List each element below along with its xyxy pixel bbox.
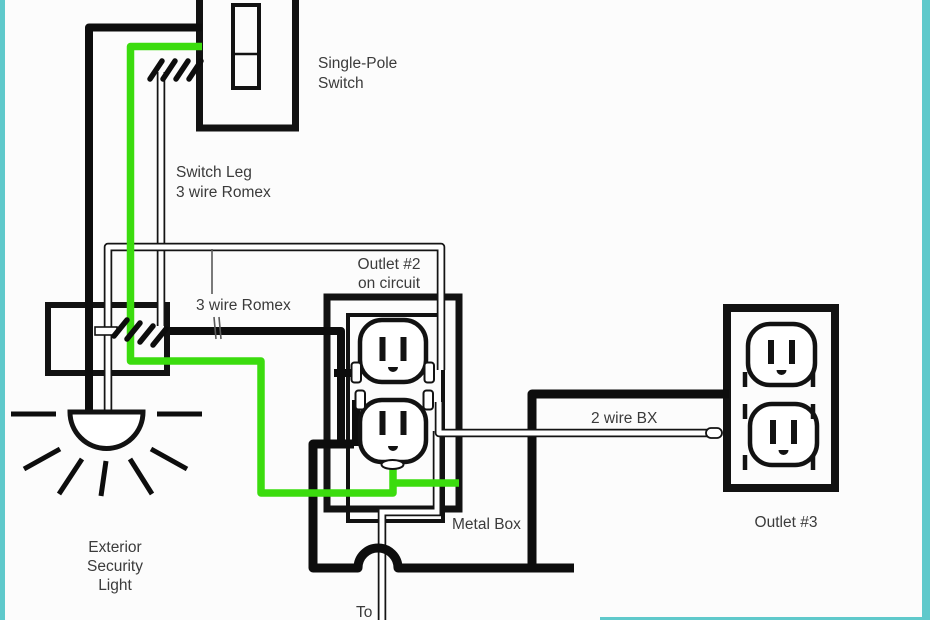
screw-terminal: [422, 389, 434, 411]
ground-wires: [126, 42, 459, 497]
light-ray: [98, 460, 109, 497]
light-ray: [56, 457, 85, 496]
diagram-labels: Single-Pole Switch Switch Leg 3 wire Rom…: [87, 55, 817, 620]
bx-neutral-outline: [434, 402, 712, 438]
outlet2-upper-face: [357, 317, 429, 385]
bx-run-label: 2 wire BX: [591, 410, 658, 427]
outlet2-label-line1: Outlet #2: [358, 256, 421, 273]
hatch-mark: [160, 58, 178, 82]
outlet-slot: [791, 420, 797, 444]
hot-wires: [85, 23, 729, 573]
light-ray: [127, 457, 155, 496]
switch-box: [196, 0, 299, 132]
outlet-slot: [789, 340, 795, 364]
hatch-mark: [186, 58, 204, 82]
outlet-slot: [400, 337, 407, 361]
outlet-slot: [770, 420, 776, 444]
light-ray: [149, 446, 189, 472]
leader-line: [213, 316, 217, 340]
ground-hole: [388, 367, 398, 372]
bx-neutral-core: [436, 402, 712, 436]
metal-box-label: Metal Box: [452, 516, 521, 533]
wire-splices: [94, 58, 204, 348]
bx-neutral-end-cap: [705, 427, 723, 439]
outlet-slot: [379, 411, 386, 435]
page-border-right: [922, 0, 930, 620]
light-label-line3: Light: [98, 577, 132, 594]
light-dome: [67, 409, 146, 451]
hatch-mark: [111, 317, 130, 339]
switch-leg-label-line1: Switch Leg: [176, 164, 252, 181]
hatch-mark: [124, 320, 143, 342]
single-pole-switch: [196, 0, 299, 132]
hot-switch-to-light: [85, 23, 202, 412]
outlet-slot: [400, 411, 407, 435]
switch-leg-label-line2: 3 wire Romex: [176, 184, 271, 201]
outlet3-upper-face: [745, 321, 818, 388]
hot-romex-to-outlet2: [170, 327, 345, 446]
screw-terminal: [354, 389, 366, 411]
page-border-left: [0, 0, 5, 620]
switch-label-line1: Single-Pole: [318, 55, 397, 72]
outlet2-lower-face: [357, 397, 429, 465]
outlet3-lower-face: [747, 401, 820, 468]
switch-splice-hatch: [147, 58, 204, 82]
outlet3-label: Outlet #3: [755, 514, 818, 531]
neutral-to-panel-wire: [377, 431, 442, 620]
neutral-to-panel-core: [379, 431, 440, 620]
outlet-slot: [768, 340, 774, 364]
switch-label-line2: Switch: [318, 75, 364, 92]
outlet-slot: [379, 337, 386, 361]
ground-hole: [776, 370, 787, 375]
hot-bx-to-outlet3: [527, 389, 729, 572]
romex-label-leaders: [211, 249, 222, 340]
exterior-security-light: [11, 409, 202, 497]
outlet2-label-line2: on circuit: [358, 275, 421, 292]
light-ray: [22, 446, 62, 472]
outlet3-receptacles: [742, 321, 820, 470]
light-rays: [11, 411, 202, 497]
ground-hole: [388, 446, 398, 451]
junction-splice-hatch: [94, 317, 169, 348]
light-label-line1: Exterior: [88, 539, 141, 556]
page-border-bottom: [600, 617, 930, 620]
light-label-line2: Security: [87, 558, 143, 575]
screw-terminal: [423, 361, 435, 384]
ground-screw: [380, 459, 405, 470]
hatch-mark: [173, 58, 191, 82]
hatch-mark: [147, 58, 165, 82]
to-source-label: To: [356, 604, 372, 620]
hot-bottom-run-with-arch: [308, 439, 574, 573]
ground-switch-to-outlet2: [126, 42, 397, 497]
mounting-strap-dashes: [742, 372, 816, 470]
romex-run-label: 3 wire Romex: [196, 297, 291, 314]
leader-line: [218, 316, 222, 340]
hatch-mark: [137, 323, 156, 345]
screw-terminal: [350, 361, 362, 384]
hatch-mark: [150, 326, 169, 348]
outlet2-receptacles: [350, 317, 435, 470]
switch-toggle: [231, 3, 261, 90]
ground-hole: [778, 450, 789, 455]
